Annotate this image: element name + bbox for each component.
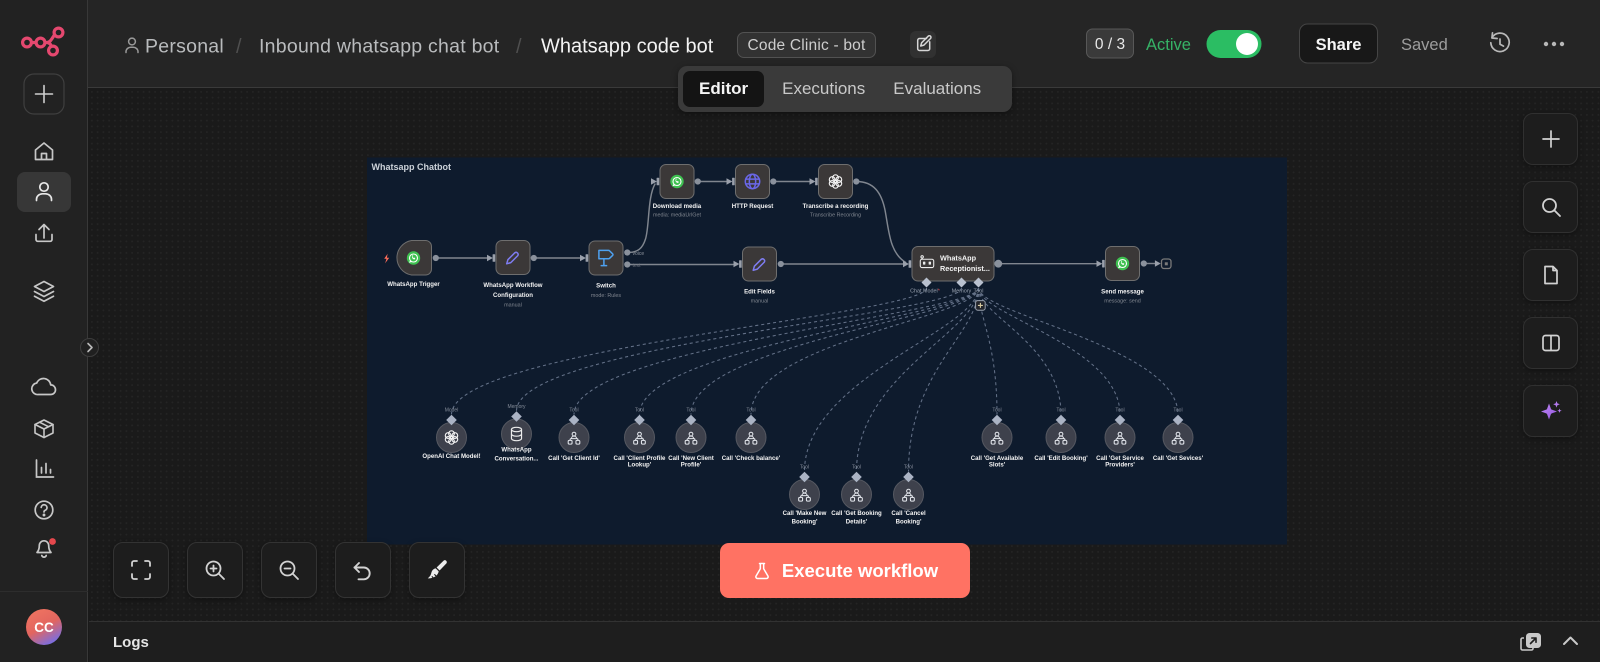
svg-text:Call 'Client Profile: Call 'Client Profile (614, 455, 667, 462)
svg-text:Tool: Tool (746, 408, 755, 414)
svg-text:WhatsApp Workflow: WhatsApp Workflow (483, 282, 542, 289)
svg-text:manual: manual (751, 299, 769, 305)
svg-text:media: mediaUrlGet: media: mediaUrlGet (653, 213, 701, 219)
svg-text:Memory: Memory (952, 289, 972, 295)
svg-text:Code Clinic - bot: Code Clinic - bot (748, 37, 866, 54)
svg-text:Active: Active (1146, 36, 1191, 54)
svg-text:Call 'Get Service: Call 'Get Service (1096, 455, 1144, 462)
svg-text:text: text (633, 263, 642, 269)
svg-text:manual: manual (504, 303, 522, 309)
svg-text:Send message: Send message (1101, 289, 1144, 296)
svg-text:WhatsApp: WhatsApp (501, 447, 531, 454)
svg-text:WhatsApp: WhatsApp (940, 254, 977, 263)
svg-text:Tool: Tool (569, 408, 578, 414)
svg-text:Call 'Get Sevices': Call 'Get Sevices' (1153, 455, 1204, 462)
svg-text:Lookup': Lookup' (628, 462, 652, 469)
svg-text:Memory: Memory (507, 404, 526, 410)
svg-text:Tool: Tool (1173, 408, 1182, 414)
svg-text:Tool: Tool (635, 408, 644, 414)
svg-text:HTTP Request: HTTP Request (732, 203, 774, 210)
svg-text:Share: Share (1316, 36, 1362, 54)
svg-text:Whatsapp Chatbot: Whatsapp Chatbot (372, 162, 452, 172)
svg-text:Configuration: Configuration (493, 292, 533, 299)
svg-text:WhatsApp Trigger: WhatsApp Trigger (387, 281, 440, 288)
svg-text:Call 'New Client: Call 'New Client (668, 455, 713, 462)
svg-text:Tool: Tool (1115, 408, 1124, 414)
svg-text:Download media: Download media (653, 203, 702, 210)
svg-text:Tool: Tool (974, 289, 984, 295)
svg-text:Model: Model (445, 408, 459, 414)
svg-text:Tool: Tool (800, 465, 809, 471)
svg-text:Call 'Get Available: Call 'Get Available (971, 455, 1024, 462)
svg-text:Saved: Saved (1401, 36, 1448, 54)
svg-text:Whatsapp code bot: Whatsapp code bot (541, 36, 714, 58)
svg-text:Tool: Tool (1056, 408, 1065, 414)
svg-text:Call 'Get Client Id': Call 'Get Client Id' (548, 455, 600, 462)
svg-text:Profile': Profile' (681, 462, 702, 469)
svg-text:Details': Details' (846, 519, 868, 526)
svg-text:Call 'Check balance': Call 'Check balance' (722, 455, 781, 462)
svg-text:message: send: message: send (1104, 299, 1141, 305)
svg-text:Transcribe Recording: Transcribe Recording (810, 213, 861, 219)
svg-text:Call 'Make New: Call 'Make New (783, 510, 827, 517)
svg-text:Tool: Tool (992, 408, 1001, 414)
svg-text:Chat Model*: Chat Model* (910, 289, 941, 295)
svg-text:Booking': Booking' (896, 519, 922, 526)
svg-text:CC: CC (34, 620, 54, 635)
svg-text:OpenAI Chat Model!: OpenAI Chat Model! (422, 453, 480, 460)
svg-text:mode: Rules: mode: Rules (591, 293, 622, 299)
svg-text:Transcribe a recording: Transcribe a recording (803, 203, 869, 210)
svg-text:Switch: Switch (596, 283, 616, 290)
svg-text:Call 'Cancel: Call 'Cancel (891, 510, 926, 517)
svg-text:Slots': Slots' (989, 462, 1006, 469)
svg-text:Tool: Tool (852, 465, 861, 471)
svg-text:Conversation...: Conversation... (494, 456, 538, 463)
svg-text:Receptionist...: Receptionist... (940, 264, 990, 273)
svg-text:0 / 3: 0 / 3 (1095, 36, 1125, 53)
svg-text:Inbound whatsapp chat bot: Inbound whatsapp chat bot (259, 36, 500, 58)
svg-text:voice: voice (633, 251, 645, 257)
svg-text:Tool: Tool (904, 465, 913, 471)
svg-text:Call 'Edit Booking': Call 'Edit Booking' (1034, 455, 1088, 462)
svg-text:Providers': Providers' (1105, 462, 1135, 469)
svg-text:Call 'Get Booking: Call 'Get Booking (831, 510, 882, 517)
svg-text:/: / (236, 36, 242, 58)
svg-text:Personal: Personal (145, 36, 224, 58)
svg-text:Tool: Tool (686, 408, 695, 414)
svg-text:Booking': Booking' (792, 519, 818, 526)
svg-text:Edit Fields: Edit Fields (744, 289, 775, 296)
svg-text:/: / (516, 36, 522, 58)
